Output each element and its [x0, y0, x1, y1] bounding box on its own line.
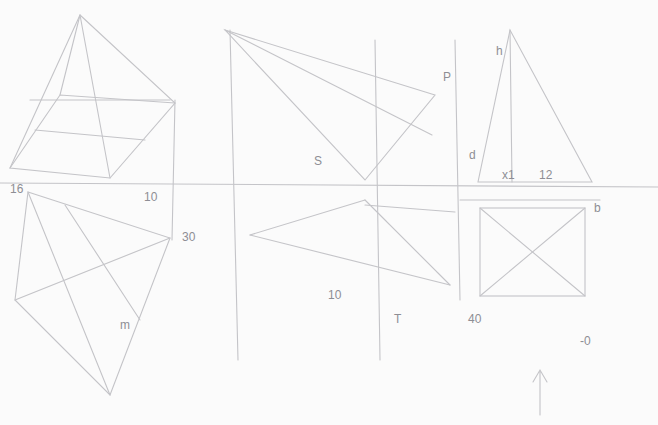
dimension-label: b — [592, 201, 603, 215]
section-line — [460, 199, 600, 200]
dimension-label: T — [392, 312, 403, 326]
fold-line — [0, 183, 658, 187]
plan-edge — [65, 205, 140, 320]
pyramid-edge — [10, 95, 175, 168]
dimension-label: 30 — [180, 230, 197, 244]
dimension-label: m — [118, 318, 132, 332]
dimension-label: 12 — [537, 168, 554, 182]
view-edge — [225, 30, 432, 135]
dimension-label: 16 — [8, 182, 25, 196]
dimension-label: 10 — [326, 288, 343, 302]
axis-line — [510, 30, 512, 182]
triangle-elevation — [478, 30, 592, 182]
dimension-label: h — [494, 44, 505, 58]
section-line — [35, 130, 145, 140]
view-edge — [365, 205, 455, 212]
dimension-label: d — [467, 148, 478, 162]
projector-line — [455, 40, 460, 300]
square-plan — [480, 208, 585, 296]
projector-line — [375, 40, 380, 360]
dimension-label: 10 — [142, 190, 159, 204]
direction-arrow — [533, 370, 547, 415]
dimension-label: S — [312, 154, 324, 168]
view-edge — [250, 235, 450, 285]
dimension-label: P — [441, 70, 453, 84]
dimension-label: x1 — [500, 168, 517, 182]
dimension-label: 40 — [466, 312, 483, 326]
plan-outline — [15, 192, 170, 395]
section-line — [30, 99, 170, 100]
pyramid-edge — [60, 15, 80, 95]
view-edge — [365, 200, 450, 285]
projector-line — [230, 30, 238, 360]
diagonal — [480, 208, 585, 296]
diagonal — [480, 208, 585, 296]
dimension-label: -0 — [578, 334, 593, 348]
projector-line — [172, 100, 175, 240]
plan-edge — [28, 192, 110, 395]
view-edge — [250, 200, 365, 235]
triangle-view — [225, 30, 435, 180]
pyramid-outline — [10, 15, 175, 178]
